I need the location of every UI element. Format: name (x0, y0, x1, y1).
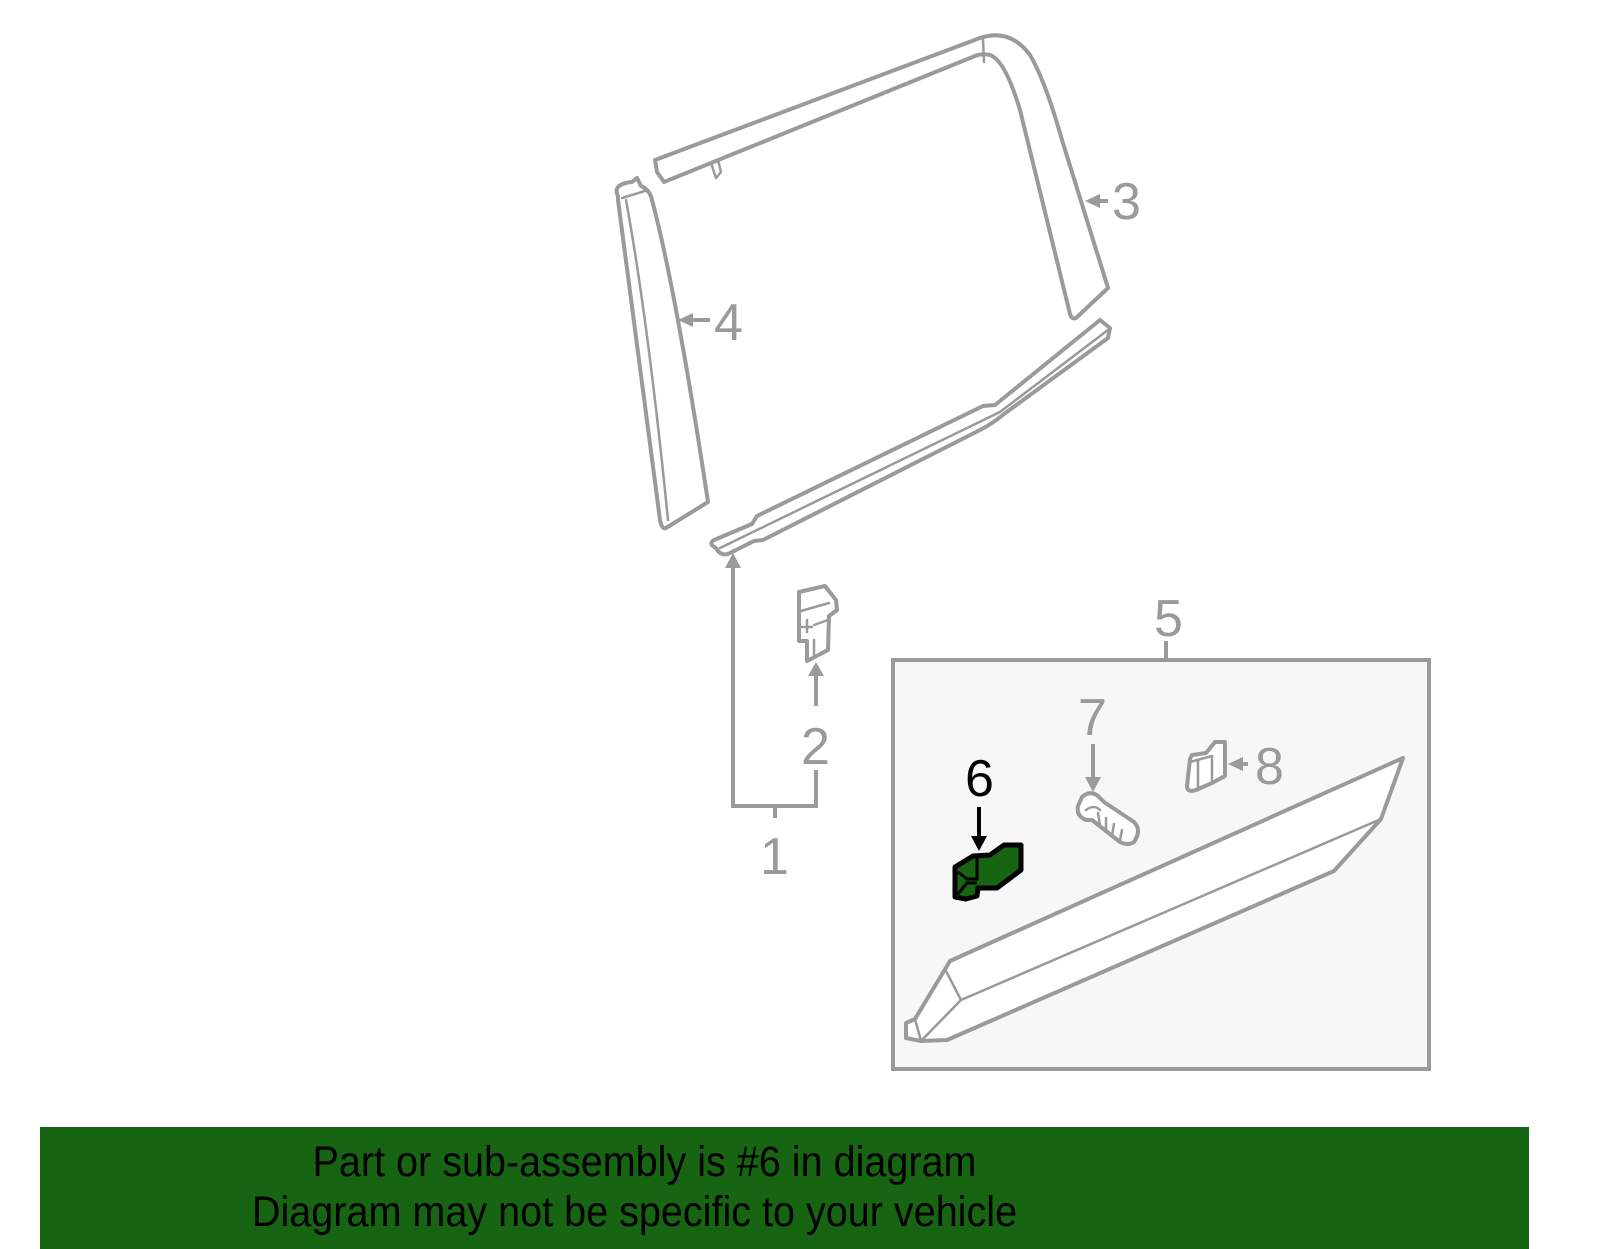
part-6-clip-highlighted[interactable] (952, 842, 1024, 902)
callout-5-label: 5 (1154, 590, 1183, 648)
part-8-clip[interactable] (1185, 740, 1227, 793)
banner-line-part-number: Part or sub-assembly is #6 in diagram (312, 1138, 977, 1186)
callout-6: 6 (965, 750, 994, 851)
banner-line-disclaimer: Diagram may not be specific to your vehi… (251, 1188, 1018, 1236)
callout-8: 8 (1228, 738, 1284, 796)
part-1-belt-molding[interactable] (709, 318, 1112, 557)
callout-7: 7 (1078, 689, 1107, 792)
callout-3-label: 3 (1112, 173, 1141, 231)
callout-1-label: 1 (760, 828, 789, 886)
callout-7-label: 7 (1078, 689, 1107, 747)
callout-6-label: 6 (965, 750, 994, 808)
callout-2: 2 (801, 662, 830, 776)
callout-3: 3 (1085, 173, 1141, 231)
callout-8-label: 8 (1255, 738, 1284, 796)
part-4-pillar-molding[interactable] (614, 176, 710, 531)
callout-5: 5 (1154, 590, 1183, 660)
info-banner: Part or sub-assembly is #6 in diagram Di… (40, 1127, 1529, 1249)
part-7-screw[interactable] (1075, 791, 1140, 846)
callout-4: 4 (678, 294, 743, 352)
callout-4-label: 4 (714, 294, 743, 352)
part-3-frame-molding[interactable] (653, 33, 1110, 321)
part-2-clip[interactable] (797, 584, 839, 663)
callout-2-label: 2 (801, 718, 830, 776)
part-5-rocker-molding[interactable] (904, 756, 1405, 1043)
callout-1-bracket: 1 (725, 553, 818, 886)
